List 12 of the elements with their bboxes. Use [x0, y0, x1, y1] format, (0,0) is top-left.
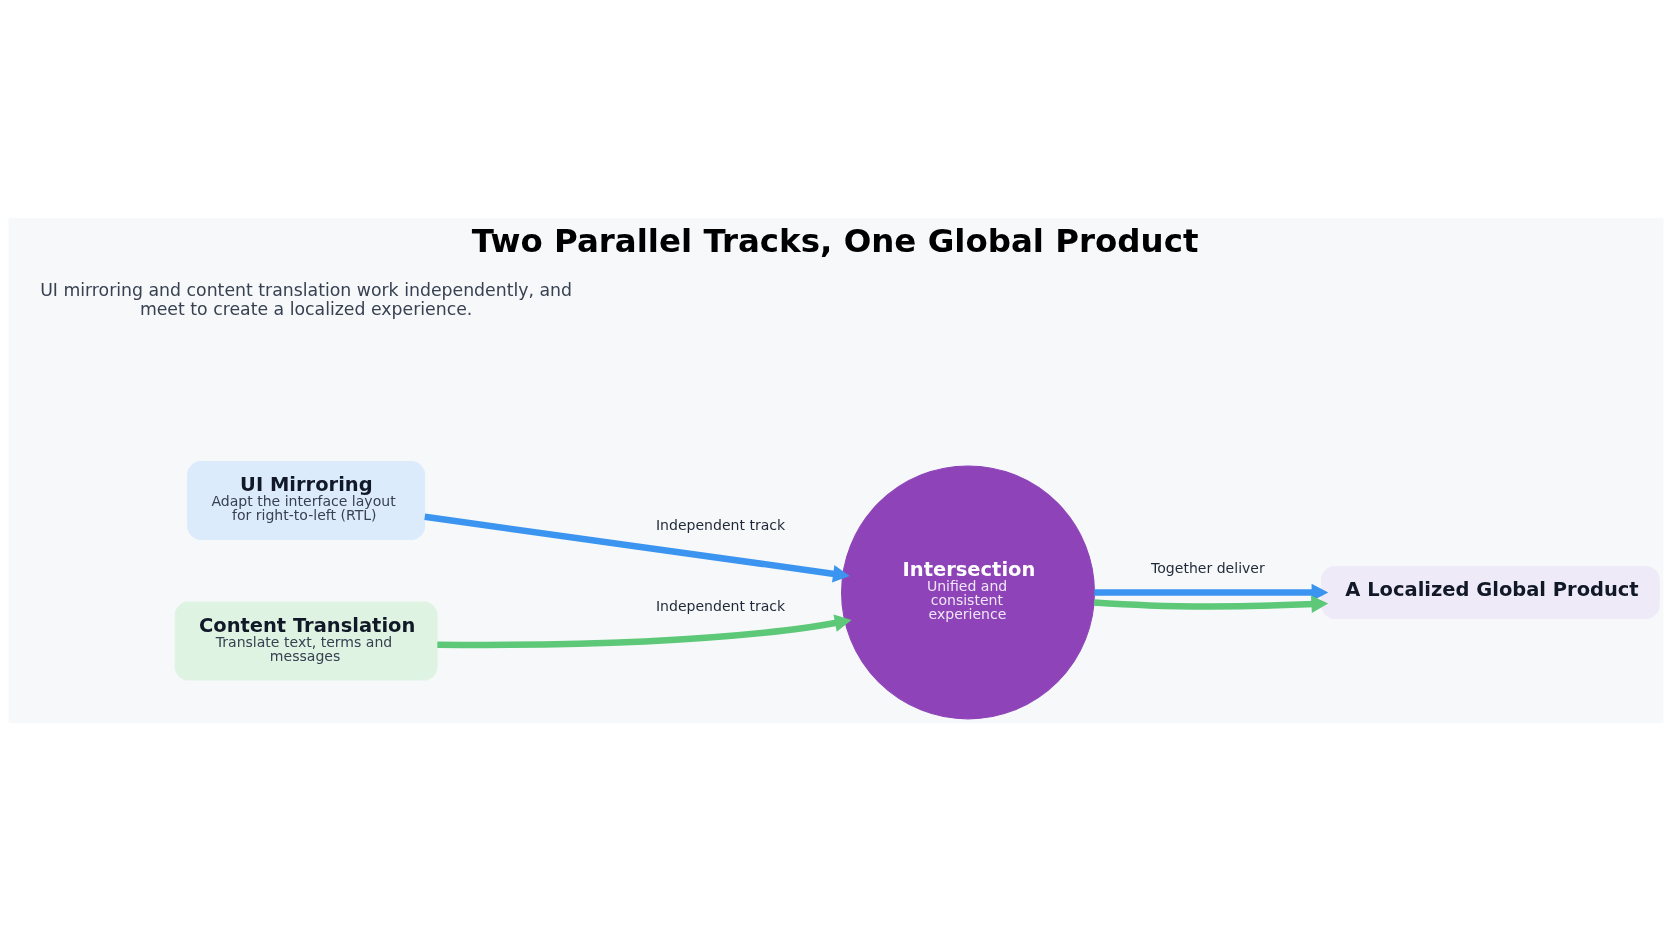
arrow — [1094, 595, 1329, 613]
node-box: UI Mirroring Adapt the interface layout for right-to-left (RTL) — [187, 460, 426, 540]
arrow — [437, 614, 852, 649]
edge-label: Independent track — [655, 598, 786, 615]
node-box: A Localized Global Product — [1321, 565, 1660, 619]
node-circle: Intersection Unified and consistent experience — [841, 465, 1095, 720]
label: UI mirroring and content translation work independently, and meet to create a localized experience. — [40, 279, 573, 320]
arrow — [424, 513, 850, 583]
diagram-title: Two Parallel Tracks, One Global Product — [471, 221, 1199, 260]
edge-label: Independent track — [655, 517, 786, 534]
edge-label: Together deliver — [1151, 560, 1265, 577]
node-box: Content Translation Translate text, terms and messages — [174, 601, 438, 681]
